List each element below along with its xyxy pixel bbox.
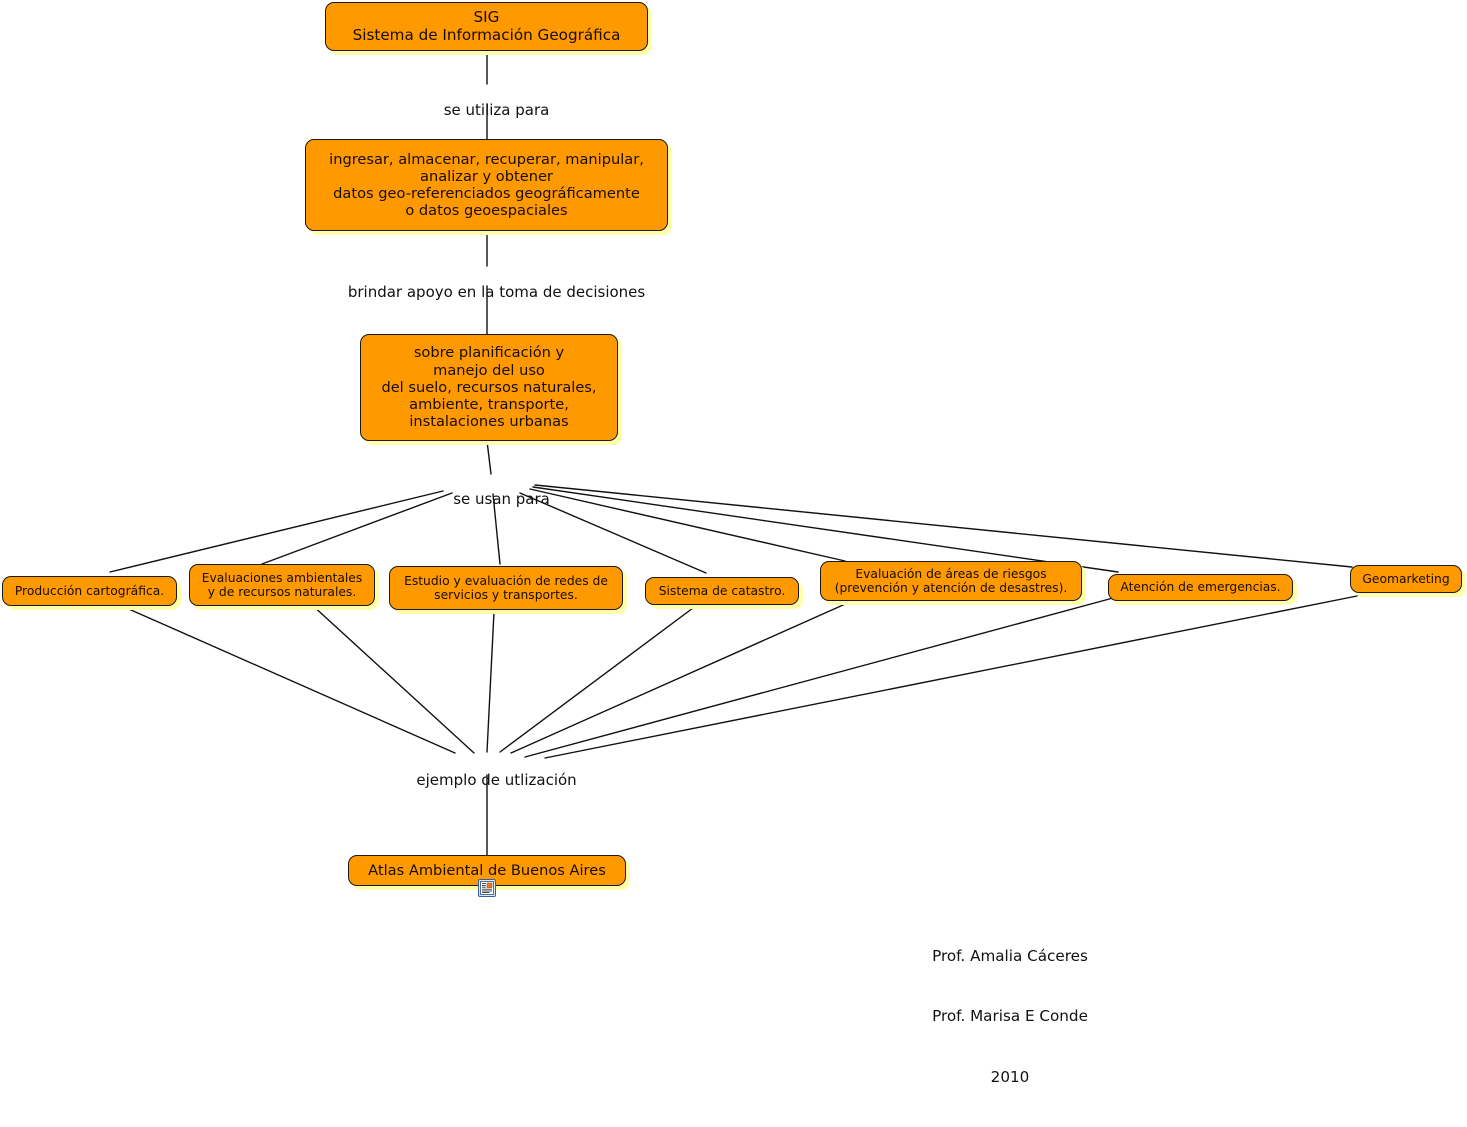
node-ingresar-almacenar-label: ingresar, almacenar, recuperar, manipula… [329, 150, 644, 220]
link-label-se-utiliza-para-text: se utiliza para [443, 101, 550, 120]
link-planif-to-label3 [486, 440, 492, 475]
node-produccion-cartografica-label: Producción cartográfica. [14, 583, 165, 598]
link-label-se-usan-para: se usan para [392, 474, 592, 526]
link-evalamb-to-label4 [310, 603, 475, 754]
node-produccion-cartografica[interactable]: Producción cartográfica. [2, 576, 177, 606]
node-geomarketing[interactable]: Geomarketing [1350, 565, 1462, 593]
node-sistema-catastro[interactable]: Sistema de catastro. [645, 577, 799, 605]
node-evaluaciones-ambientales[interactable]: Evaluaciones ambientales y de recursos n… [189, 564, 375, 606]
credits-line-2: Prof. Marisa E Conde [932, 1007, 1088, 1026]
link-label-se-usan-para-text: se usan para [453, 490, 550, 509]
link-redes-to-label4 [486, 611, 495, 753]
credits-line-3: 2010 [990, 1067, 1030, 1086]
node-evaluacion-areas-riesgos-label: Evaluación de áreas de riesgos (prevenci… [834, 566, 1068, 596]
node-sig-label: SIG Sistema de Información Geográfica [352, 7, 621, 44]
node-redes-servicios-transportes-label: Estudio y evaluación de redes de servici… [404, 573, 608, 603]
link-geomarketing-to-label4 [544, 595, 1358, 759]
node-atencion-emergencias[interactable]: Atención de emergencias. [1108, 574, 1293, 601]
node-planificacion[interactable]: sobre planificación y manejo del uso del… [360, 334, 618, 441]
link-emergencias-to-label4 [524, 597, 1114, 758]
connector-lines [109, 52, 1358, 887]
link-riesgos-to-label4 [510, 596, 862, 754]
link-label-brindar-apoyo-text: brindar apoyo en la toma de decisiones [347, 283, 646, 302]
link-cartografia-to-label4 [121, 605, 456, 754]
link-label3-to-emergencias [532, 486, 1119, 573]
node-ingresar-almacenar[interactable]: ingresar, almacenar, recuperar, manipula… [305, 139, 668, 231]
document-resource-icon[interactable] [478, 879, 496, 897]
node-evaluaciones-ambientales-label: Evaluaciones ambientales y de recursos n… [201, 570, 363, 600]
node-geomarketing-label: Geomarketing [1362, 571, 1450, 586]
node-planificacion-label: sobre planificación y manejo del uso del… [381, 344, 597, 431]
node-atencion-emergencias-label: Atención de emergencias. [1120, 580, 1281, 595]
link-label3-to-geomarketing [534, 484, 1353, 568]
node-redes-servicios-transportes[interactable]: Estudio y evaluación de redes de servici… [389, 566, 623, 610]
link-catastro-to-label4 [499, 604, 698, 753]
node-evaluacion-areas-riesgos[interactable]: Evaluación de áreas de riesgos (prevenci… [820, 561, 1082, 601]
node-atlas-ambiental-label: Atlas Ambiental de Buenos Aires [368, 861, 606, 879]
link-label-se-utiliza-para: se utiliza para [387, 85, 587, 137]
link-label-ejemplo-utilizacion: ejemplo de utlización [387, 755, 587, 807]
link-label-brindar-apoyo: brindar apoyo en la toma de decisiones [287, 267, 687, 319]
credits-line-1: Prof. Amalia Cáceres [932, 947, 1088, 966]
concept-map-canvas: SIG Sistema de Información Geográfica in… [2, 2, 1462, 1086]
node-sistema-catastro-label: Sistema de catastro. [658, 583, 786, 598]
link-label-ejemplo-utilizacion-text: ejemplo de utlización [416, 771, 577, 790]
credits-block: Prof. Amalia Cáceres Prof. Marisa E Cond… [860, 906, 1160, 1127]
node-sig[interactable]: SIG Sistema de Información Geográfica [325, 2, 648, 51]
